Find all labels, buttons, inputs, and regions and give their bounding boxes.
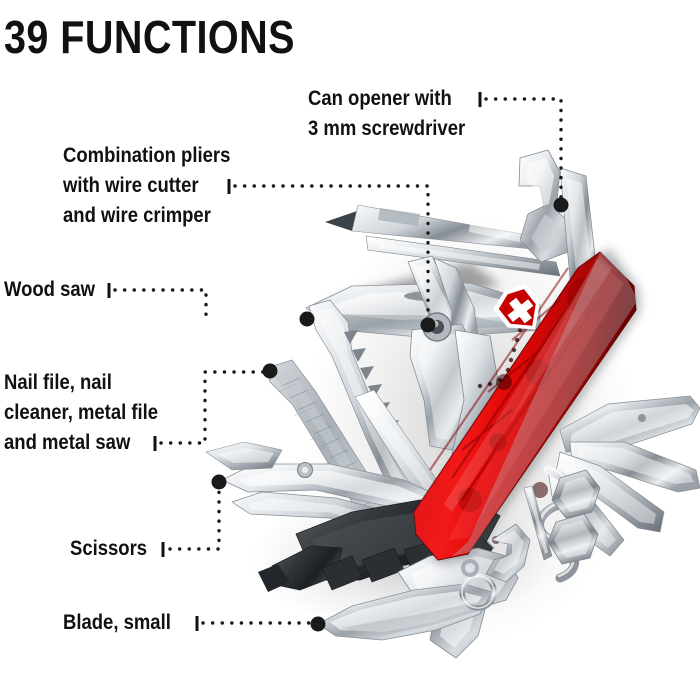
leader-combination-pliers	[233, 184, 430, 322]
leader-can-opener	[484, 97, 563, 206]
callout-nail-file-line-3: and metal saw	[4, 431, 131, 454]
leader-scissors	[168, 486, 221, 551]
callout-combination-pliers-line-3: and wire crimper	[63, 204, 211, 227]
dot-combination-pliers	[420, 317, 436, 333]
callout-nail-file-line-2: cleaner, metal file	[4, 401, 159, 424]
callout-blade-small-line-1: Blade, small	[63, 611, 171, 634]
dot-nail-file	[262, 363, 278, 379]
callout-can-opener-line-2: 3 mm screwdriver	[308, 117, 466, 140]
dot-can-opener	[553, 197, 569, 213]
callout-combination-pliers-line-1: Combination pliers	[63, 144, 231, 167]
dot-scissors	[211, 474, 227, 490]
callout-combination-pliers: Combination pliers with wire cutter and …	[63, 141, 230, 231]
callout-can-opener-line-1: Can opener with	[308, 87, 452, 110]
callout-wood-saw-line-1: Wood saw	[4, 278, 96, 301]
page-title: 39 FUNCTIONS	[4, 11, 295, 63]
callout-can-opener: Can opener with 3 mm screwdriver	[308, 84, 465, 144]
callout-scissors: Scissors	[70, 534, 147, 564]
dot-wood-saw	[299, 311, 315, 327]
callout-scissors-line-1: Scissors	[70, 537, 148, 560]
leader-wood-saw	[113, 288, 208, 320]
callout-blade-small: Blade, small	[63, 608, 171, 638]
callout-nail-file: Nail file, nail cleaner, metal file and …	[4, 368, 158, 458]
callout-nail-file-line-1: Nail file, nail	[4, 371, 112, 394]
leader-nail-file	[159, 370, 266, 445]
callout-wood-saw: Wood saw	[4, 275, 95, 305]
dot-blade-small	[310, 616, 326, 632]
callout-combination-pliers-line-2: with wire cutter	[63, 174, 199, 197]
